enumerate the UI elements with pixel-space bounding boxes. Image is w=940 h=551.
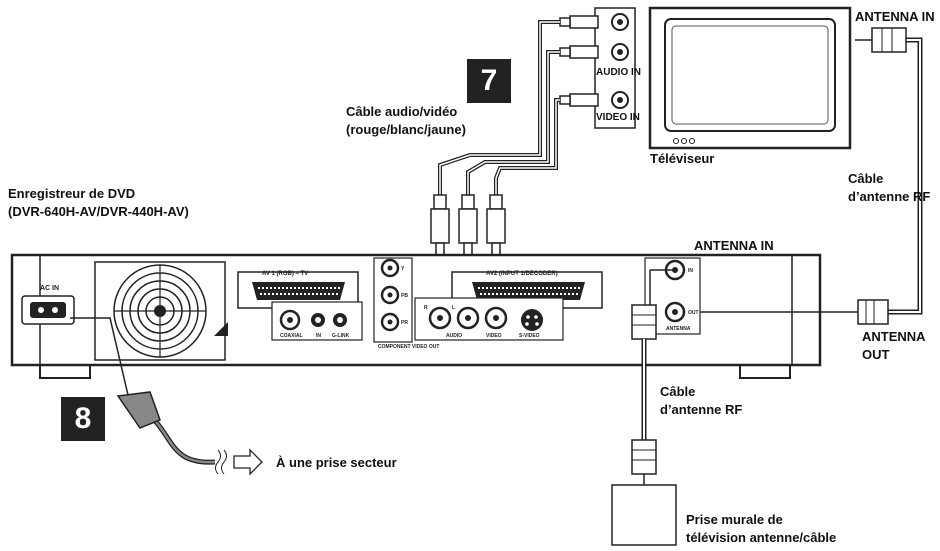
panel-label-coaxial: COAXIAL (280, 333, 303, 339)
power-cord (70, 317, 263, 476)
recorder-label-line2: (DVR-640H-AV/DVR-440H-AV) (8, 204, 189, 219)
panel-label-ac-in: AC IN (40, 285, 59, 292)
panel-label-l: L (452, 305, 455, 311)
panel-label-r: R (424, 305, 428, 311)
panel-label-control: CONTROL (312, 296, 337, 302)
step-8-badge: 8 (61, 397, 105, 441)
wall-socket-label-line2: télévision antenne/câble (686, 530, 837, 545)
recorder-label-line1: Enregistreur de DVD (8, 186, 136, 201)
panel-label-control-in: IN (316, 333, 321, 339)
panel-label-component: COMPONENT VIDEO OUT (378, 344, 439, 350)
power-outlet-label: À une prise secteur (276, 455, 397, 470)
av-cable-wires-inner (439, 21, 560, 195)
panel-label-pr: PR (401, 320, 408, 326)
step-7-badge: 7 (467, 59, 511, 103)
panel-label-pb: PB (401, 293, 408, 299)
panel-label-out: OUT (688, 310, 699, 316)
panel-label-audio: AUDIO (446, 333, 462, 339)
panel-label-antenna: ANTENNA (666, 326, 691, 332)
tv-av-jack-panel (594, 7, 636, 129)
tv-antenna-in-label: ANTENNA IN (855, 9, 935, 24)
audio-in-label: AUDIO IN (596, 67, 641, 78)
panel-label-y: Y (401, 266, 405, 272)
wall-socket-label-line1: Prise murale de (686, 512, 783, 527)
panel-text: AC IN AV 1 (RGB) – TV AV2 (INPUT 1/DECOD… (40, 266, 699, 350)
panel-label-in: IN (688, 268, 693, 274)
panel-label-av1: AV 1 (RGB) – TV (262, 271, 308, 277)
dvd-recorder-rear-panel (10, 253, 822, 379)
video-in-label: VIDEO IN (596, 112, 640, 123)
av-cable-label-line1: Câble audio/vidéo (346, 104, 458, 119)
antenna-out-label-line1: ANTENNA (862, 329, 926, 344)
tv-label: Téléviseur (650, 151, 715, 166)
rf-cable-top-label-line1: Câble (848, 171, 884, 186)
recorder-antenna-in-label: ANTENNA IN (694, 238, 774, 253)
panel-label-s-video: S-VIDEO (519, 333, 540, 339)
panel-label-av2: AV2 (INPUT 1/DECODER) (486, 271, 558, 277)
antenna-out-label-line2: OUT (862, 347, 890, 362)
rf-cable-bottom-label-line1: Câble (660, 384, 696, 399)
rf-cable-top-label-line2: d’antenne RF (848, 189, 931, 204)
rf-cable-wall-to-recorder (611, 269, 677, 546)
television (648, 6, 852, 150)
panel-label-video: VIDEO (486, 333, 502, 339)
panel-label-g-link: G-LINK (332, 333, 350, 339)
panel-label-digital-out: DIGITAL OUT (276, 296, 307, 302)
rf-cable-bottom-label-line2: d’antenne RF (660, 402, 743, 417)
av-cable-label-line2: (rouge/blanc/jaune) (346, 122, 466, 137)
tv-rca-plugs (559, 15, 599, 107)
rf-cable-recorder-to-tv (700, 27, 923, 325)
